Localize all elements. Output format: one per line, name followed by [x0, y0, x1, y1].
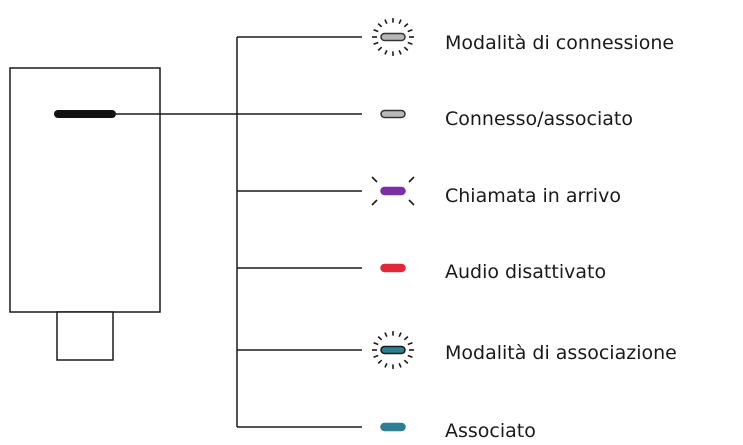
- spark-icon: [371, 199, 378, 206]
- blink-ray-icon: [403, 23, 409, 28]
- label-connesso-associato: Connesso/associato: [445, 108, 633, 130]
- blink-ray-icon: [384, 332, 388, 338]
- label-audio-disattivato: Audio disattivato: [445, 261, 607, 283]
- blink-ray-icon: [407, 342, 413, 346]
- label-chiamata-in-arrivo: Chiamata in arrivo: [445, 185, 621, 207]
- blink-ray-icon: [398, 332, 402, 338]
- label-associato: Associato: [445, 420, 536, 442]
- usb-receiver-device: [9, 67, 161, 361]
- blink-ray-icon: [398, 49, 402, 55]
- led-indicator-icon: [380, 32, 406, 42]
- led-indicator-icon: [380, 263, 406, 273]
- led-indicator-icon: [380, 109, 406, 119]
- blink-ray-icon: [407, 41, 413, 45]
- blink-ray-icon: [407, 29, 413, 33]
- blink-ray-icon: [373, 342, 379, 346]
- led-indicator-icon: [380, 186, 406, 196]
- spark-icon: [371, 176, 378, 183]
- receiver-body: [9, 67, 161, 313]
- blink-ray-icon: [398, 362, 402, 368]
- blink-ray-icon: [373, 354, 379, 358]
- usb-connector: [56, 311, 114, 361]
- blink-ray-icon: [377, 359, 383, 364]
- blink-ray-icon: [384, 49, 388, 55]
- blink-ray-icon: [384, 362, 388, 368]
- state-rows: [237, 18, 415, 432]
- blink-ray-icon: [377, 46, 383, 51]
- blink-ray-icon: [398, 19, 402, 25]
- blink-ray-icon: [403, 46, 409, 51]
- label-modalita-connessione: Modalità di connessione: [445, 32, 675, 54]
- spark-icon: [408, 199, 415, 206]
- blink-ray-icon: [373, 41, 379, 45]
- blink-ray-icon: [373, 29, 379, 33]
- blink-ray-icon: [384, 19, 388, 25]
- led-indicator-icon: [380, 422, 406, 432]
- led-indicator-icon: [380, 345, 406, 355]
- blink-ray-icon: [403, 336, 409, 341]
- spark-icon: [408, 176, 415, 183]
- blink-ray-icon: [403, 359, 409, 364]
- blink-ray-icon: [377, 336, 383, 341]
- label-modalita-associazione: Modalità di associazione: [445, 342, 677, 364]
- blink-ray-icon: [377, 23, 383, 28]
- blink-ray-icon: [407, 354, 413, 358]
